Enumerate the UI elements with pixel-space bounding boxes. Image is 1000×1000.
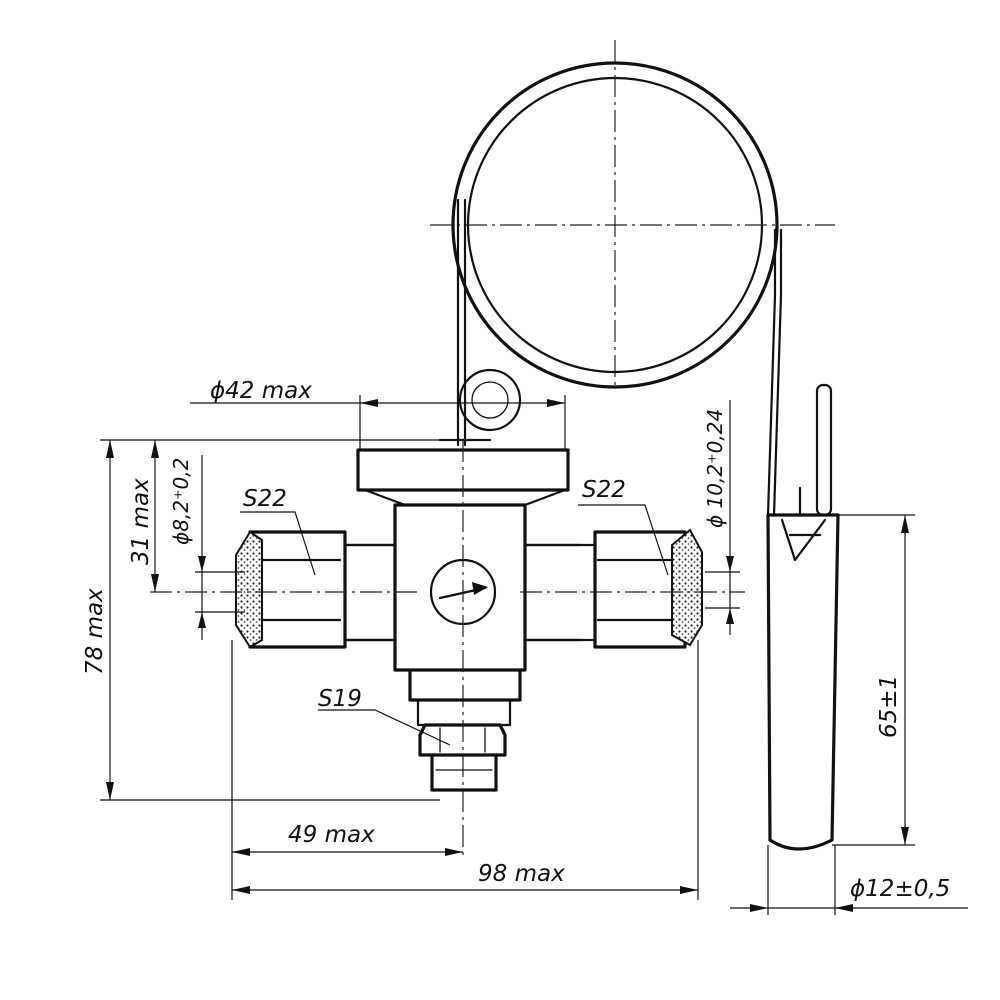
label-phi82: ϕ8,2⁺0,2	[169, 458, 193, 545]
right-fitting	[520, 528, 745, 649]
dimension-labels: ϕ42 max ϕ 10,2⁺0,24 ϕ8,2⁺0,2 31 max 78 m…	[82, 378, 950, 902]
diaphragm-head	[430, 40, 835, 389]
label-31max: 31 max	[128, 478, 154, 565]
sensing-bulb	[766, 383, 840, 851]
label-78max: 78 max	[82, 588, 108, 675]
label-98max: 98 max	[478, 861, 565, 887]
label-s22-right: S22	[582, 477, 626, 503]
label-49max: 49 max	[288, 822, 375, 848]
label-s19: S19	[318, 686, 362, 712]
dimension-lines	[100, 395, 968, 915]
label-phi102: ϕ 10,2⁺0,24	[703, 409, 727, 528]
bottom-fitting	[408, 668, 522, 792]
label-phi12: ϕ12±0,5	[850, 876, 950, 902]
capillary-tube	[456, 198, 783, 517]
left-fitting	[150, 530, 420, 649]
label-phi42: ϕ42 max	[210, 378, 312, 404]
label-s22-left: S22	[243, 486, 287, 512]
valve-body	[343, 438, 582, 860]
label-65: 65±1	[876, 675, 902, 738]
